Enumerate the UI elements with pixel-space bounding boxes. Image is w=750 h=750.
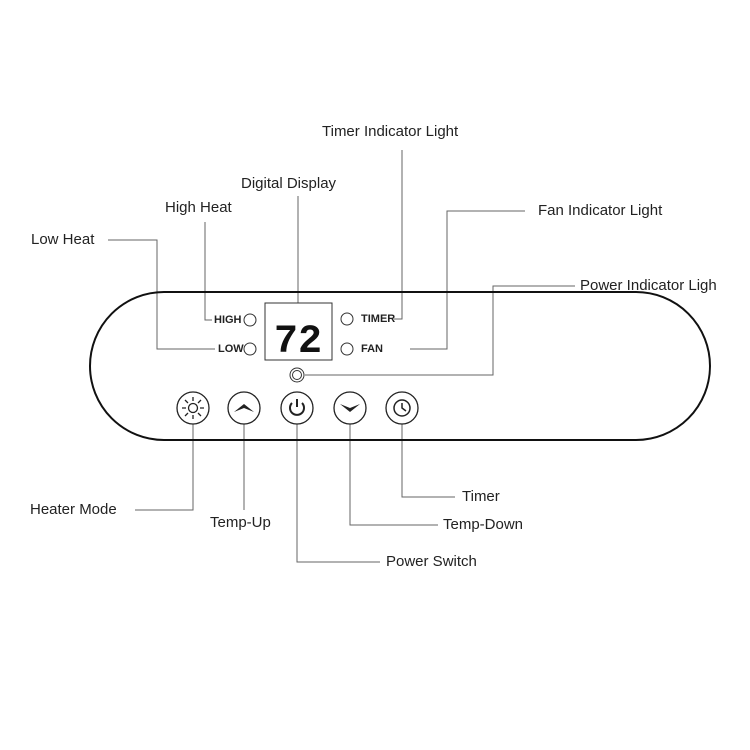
low-indicator-icon xyxy=(243,342,257,356)
leader-low-heat xyxy=(108,239,215,350)
power-icon xyxy=(289,399,305,416)
chevron-down-icon xyxy=(340,404,360,412)
label-temp-up: Temp-Up xyxy=(210,514,271,531)
chevron-up-icon xyxy=(234,404,254,412)
label-heater-mode: Heater Mode xyxy=(30,501,117,518)
label-temp-down: Temp-Down xyxy=(443,516,524,533)
leader-temp-down xyxy=(349,424,438,526)
high-indicator-icon xyxy=(243,313,257,327)
leader-power-indicator xyxy=(305,285,575,376)
leader-high-heat xyxy=(204,222,212,321)
label-timer-indicator: Timer Indicator Light xyxy=(322,123,459,140)
clock-icon xyxy=(393,399,411,417)
label-power-switch: Power Switch xyxy=(386,553,477,570)
leader-power-switch xyxy=(296,424,380,563)
fan-indicator-icon xyxy=(340,342,354,356)
power-indicator-icon xyxy=(289,367,305,383)
panel-outline xyxy=(89,291,711,441)
timer-button xyxy=(385,391,419,425)
digital-display xyxy=(264,302,333,361)
temp-up-button xyxy=(227,391,261,425)
label-fan-indicator: Fan Indicator Light xyxy=(538,202,663,219)
panel-high: HIGH xyxy=(214,314,242,326)
timer-indicator-icon xyxy=(340,312,354,326)
leader-heater-mode xyxy=(135,424,194,511)
label-power-indicator: Power Indicator Ligh xyxy=(580,277,717,294)
leader-timer-indicator xyxy=(394,150,403,320)
label-low-heat: Low Heat xyxy=(31,231,95,248)
leader-timer xyxy=(401,424,455,498)
temp-down-button xyxy=(333,391,367,425)
leader-fan-indicator xyxy=(410,210,525,350)
heater-mode-button xyxy=(176,391,210,425)
power-button xyxy=(280,391,314,425)
sun-icon xyxy=(182,397,204,419)
label-timer: Timer xyxy=(462,488,500,505)
label-digital-display: Digital Display xyxy=(241,175,337,192)
panel-fan: FAN xyxy=(361,343,383,355)
panel-timer: TIMER xyxy=(361,313,396,325)
label-high-heat: High Heat xyxy=(165,199,232,216)
display-value: 72 xyxy=(274,320,322,365)
panel-low: LOW xyxy=(218,343,244,355)
